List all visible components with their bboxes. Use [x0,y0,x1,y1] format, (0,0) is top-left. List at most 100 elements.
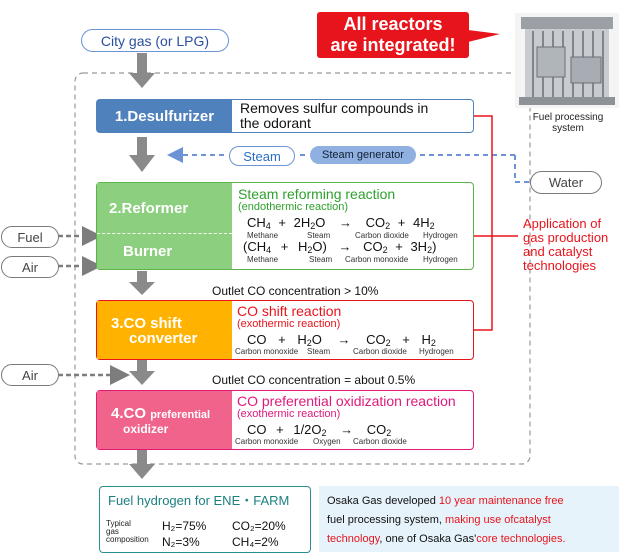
prox-label-co2: Carbon dioxide [353,437,407,446]
outlet-co-concentration-1: Outlet CO concentration > 10% [212,284,379,298]
eq2-h2-sub: 2 [427,245,433,255]
shift-label-steam: Steam [307,347,331,356]
desulfurizer-desc-line1: Removes sulfur compounds in [240,100,429,116]
shift-eq-plus1: + [278,332,286,347]
prox-reaction-title: CO preferential oxidization reaction [237,393,456,409]
shift-reaction-title: CO shift reaction [237,303,342,319]
shift-eq: CO + H2O → CO2 + H2 [247,332,436,348]
shift-box: 3.CO shift converter CO shift reaction (… [96,300,474,360]
reformer-reaction-subtitle: (endothermic reaction) [238,201,349,213]
fuel-processing-system-image [515,13,619,108]
reformer-eq2: (CH4 + H2O) → CO2 + 3H2) [243,239,436,255]
comp-n2: N₂=3% [162,535,200,549]
shift-label-line2: converter [129,330,198,347]
comp-label-line1: Typical [106,519,131,528]
steam-pill: Steam [229,146,295,166]
eq1-h2-sub: 2 [429,221,435,231]
eq1-label-methane: Methane [247,231,279,240]
development-note: Osaka Gas developed 10 year maintenance … [319,486,619,552]
eq2-methane-sub: 4 [266,245,272,255]
note-p7: core technologies. [476,533,566,545]
reformer-label: 2.Reformer [109,200,189,217]
application-line2: gas production [523,230,609,245]
air-label-2: Air [22,367,38,383]
shift-eq-h2: H [421,332,431,347]
shift-reaction-subtitle: (exothermic reaction) [237,318,341,330]
eq1-co2-sub: 2 [385,221,391,231]
prox-label-co: Carbon monoxide [235,437,299,446]
water-label: Water [548,175,584,190]
eq2-label-methane: Methane [247,255,279,264]
comp-ch4: CH₄=2% [232,535,279,549]
eq1-plus2: + [397,215,406,230]
photo-caption: Fuel processing system [510,112,626,134]
photo-caption-line2: system [552,123,584,134]
reformer-reaction-title: Steam reforming reaction [238,186,396,202]
eq1-steam-sub: 2 [310,221,316,231]
prox-eq-co2-sub: 2 [386,428,392,438]
eq1-methane: CH [247,215,266,230]
prox-eq-co2: CO [366,422,387,437]
steam-label: Steam [243,148,281,164]
shift-eq-plus2: + [402,332,410,347]
air-input-1: Air [1,256,59,278]
eq2-plus2: + [395,239,403,254]
eq2-co-sub: 2 [382,245,388,255]
eq1-arrow: → [339,215,353,230]
eq2-steam: H [297,239,308,254]
application-line3: and catalyst [523,244,593,259]
shift-eq-steam-tail: O [311,332,322,347]
comp-h2: H₂=75% [162,519,207,533]
shift-eq-co2-sub: 2 [385,338,391,348]
eq2-label-steam: Steam [309,255,333,264]
integration-callout: All reactors are integrated! [317,12,469,58]
application-line4: technologies [523,258,596,273]
prox-label-line1: 4.CO preferential [111,405,210,422]
eq1-label-co2: Carbon dioxide [355,231,409,240]
comp-label-line3: composition [106,535,149,544]
reformer-box: 2.Reformer Burner Steam reforming reacti… [96,182,474,270]
air-input-2: Air [1,364,59,386]
eq1-plus1: + [278,215,287,230]
reformer-label-block [97,183,232,269]
eq1-label-h2: Hydrogen [423,231,458,240]
eq2-co: CO [363,239,383,254]
reformer-eq1: CH4 + 2H2O → CO2 + 4H2 [247,215,435,231]
shift-eq-steam: H [297,332,307,347]
shift-label-co: Carbon monoxide [235,347,299,356]
prox-label-main: 4.CO [111,405,147,422]
desulfurizer-desc-line2: the odorant [240,115,311,131]
photo-caption-line1: Fuel processing [532,112,604,123]
shift-label-co2: Carbon dioxide [353,347,407,356]
outlet-co-concentration-2: Outlet CO concentration = about 0.5% [212,373,416,387]
application-note: Application of gas production and cataly… [523,217,608,273]
steam-generator-box: Steam generator [310,146,416,164]
desulfurizer-box: 1.Desulfurizer Removes sulfur compounds … [96,99,474,133]
prox-reaction-subtitle: (exothermic reaction) [237,408,341,420]
prox-label-line2: oxidizer [123,422,169,436]
desulfurizer-label: 1.Desulfurizer [114,107,215,125]
shift-eq-co2: CO [366,332,386,347]
prox-eq-o2: 1/2O [293,422,322,437]
shift-eq-arrow: → [337,332,351,347]
shift-eq-co: CO [247,332,267,347]
application-line1: Application of [523,216,602,231]
desulfurizer-desc: Removes sulfur compounds in the odorant [240,101,428,131]
city-gas-input: City gas (or LPG) [81,29,229,52]
prox-label-block [97,391,232,449]
eq2-steam-tail: O) [312,239,327,254]
steam-generator-label: Steam generator [322,149,404,161]
prox-eq-arrow: → [340,422,354,437]
shift-label-block [97,301,232,359]
eq1-steam: 2H [293,215,311,230]
note-p4: making use ofcatalyst [445,514,551,526]
shift-eq-h2-sub: 2 [430,338,436,348]
eq2-steam-sub: 2 [307,245,313,255]
prox-box: 4.CO preferential oxidizer CO preferenti… [96,390,474,450]
prox-label-small: preferential [150,409,211,421]
eq2-arrow: → [338,239,352,254]
eq1-h2: 4H [413,215,430,230]
city-gas-label: City gas (or LPG) [100,32,210,49]
callout-line2: are integrated! [330,35,456,55]
prox-eq-co: CO [247,422,267,437]
